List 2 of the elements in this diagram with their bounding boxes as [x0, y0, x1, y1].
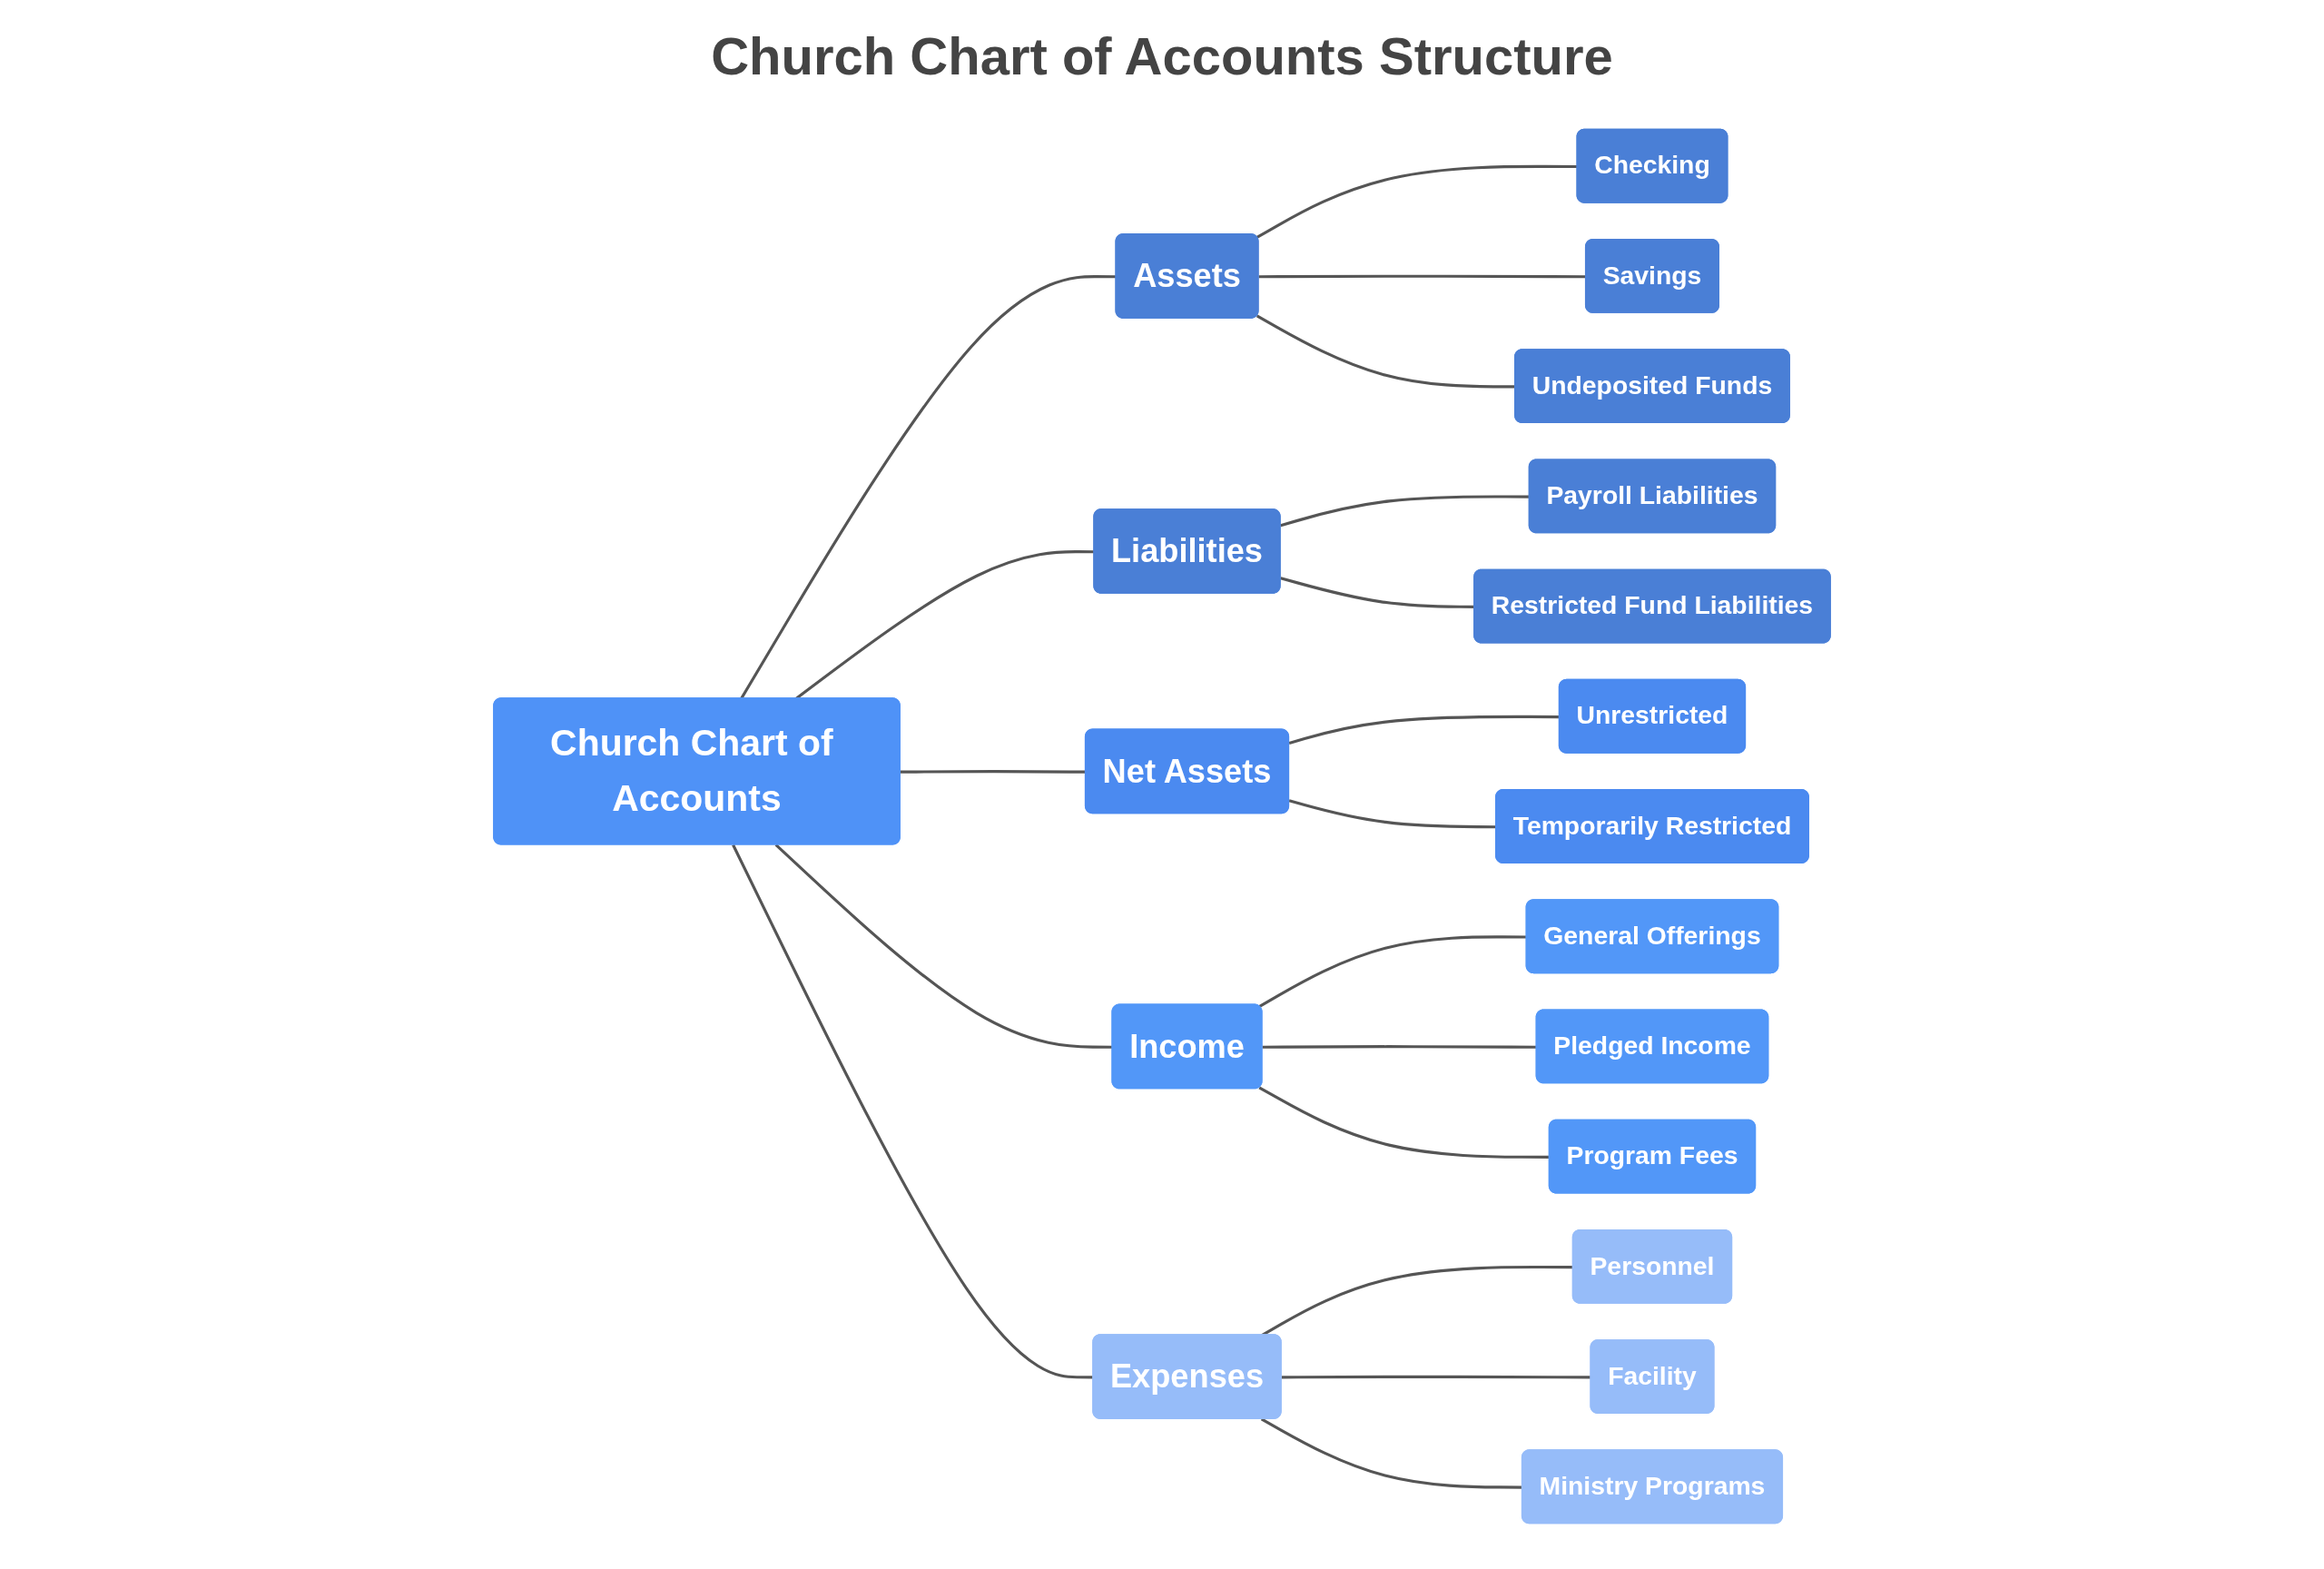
diagram-title: Church Chart of Accounts Structure	[711, 25, 1613, 86]
connector	[732, 844, 1094, 1379]
